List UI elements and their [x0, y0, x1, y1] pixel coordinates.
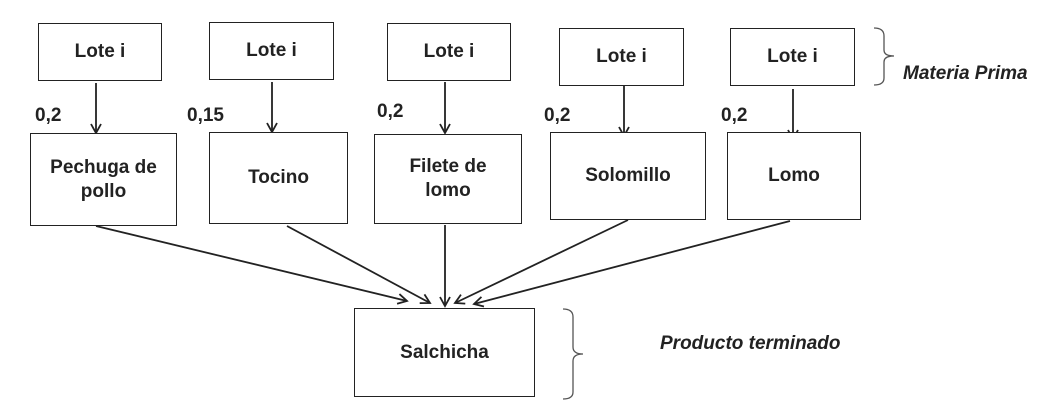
quantity-label-1: 0,2 [35, 105, 62, 126]
arrow-to-product-1 [95, 225, 409, 305]
lot-label: Lote i [767, 46, 818, 67]
lot-label: Lote i [74, 41, 126, 62]
arrow-to-product-2 [286, 225, 432, 305]
arrow-to-product-4 [453, 219, 629, 305]
ingredient-name: Lomo [768, 165, 820, 186]
lot-label: Lote i [246, 40, 297, 61]
ingredient-box-2: Tocino [209, 132, 348, 224]
quantity-label-3: 0,2 [377, 101, 404, 122]
quantity-label-4: 0,2 [544, 105, 571, 126]
ingredient-box-3: Filete de lomo [374, 134, 522, 224]
lot-box-3: Lote i [387, 23, 511, 81]
ingredient-name: Filete de lomo [409, 156, 487, 201]
category-label-raw-materials: Materia Prima [903, 63, 1028, 84]
product-box: Salchicha [354, 308, 535, 397]
category-label-product: Producto terminado [660, 333, 841, 354]
ingredient-box-1: Pechuga de pollo [30, 133, 177, 226]
lot-label: Lote i [596, 46, 647, 67]
ingredient-name: Tocino [248, 167, 309, 188]
lot-label: Lote i [423, 41, 475, 62]
quantity-label-5: 0,2 [721, 105, 748, 126]
brace-product [562, 308, 584, 400]
lot-box-2: Lote i [209, 22, 334, 80]
lot-box-5: Lote i [730, 28, 855, 86]
lot-box-4: Lote i [559, 28, 684, 86]
quantity-label-2: 0,15 [187, 105, 224, 126]
ingredient-name: Pechuga de pollo [50, 156, 157, 202]
product-name: Salchicha [400, 341, 489, 363]
ingredient-name: Solomillo [585, 165, 671, 186]
brace-raw-materials [873, 27, 895, 86]
arrow-to-product-5 [472, 220, 791, 308]
ingredient-box-4: Solomillo [550, 132, 706, 220]
ingredient-box-5: Lomo [727, 132, 861, 220]
lot-box-1: Lote i [38, 23, 162, 81]
